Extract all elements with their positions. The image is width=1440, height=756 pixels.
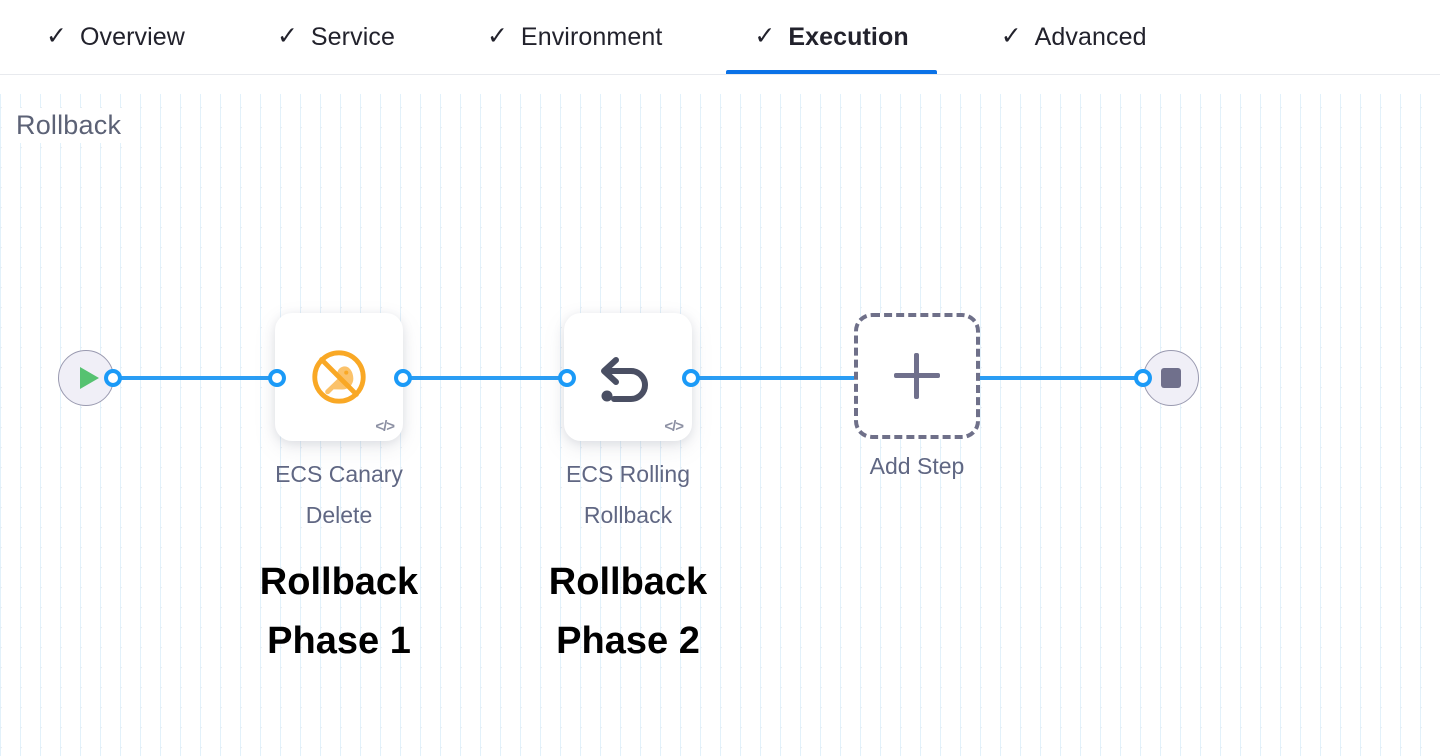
pipeline-end-node[interactable] xyxy=(1143,350,1199,406)
tab-advanced[interactable]: ✓ Advanced xyxy=(973,0,1175,74)
pipeline-canvas[interactable]: Rollback xyxy=(0,75,1440,756)
connector-line xyxy=(390,376,578,380)
stop-icon xyxy=(1161,368,1181,388)
connector-port[interactable] xyxy=(682,369,700,387)
rollback-arrow-icon xyxy=(601,357,648,402)
add-step-label: Add Step xyxy=(869,453,965,479)
step-node-label: ECS Canary Delete xyxy=(275,461,403,529)
step-node-box[interactable]: </> xyxy=(275,313,403,441)
connector-port[interactable] xyxy=(268,369,286,387)
check-icon: ✓ xyxy=(754,21,776,50)
stage-tabbar: ✓ Overview ✓ Service ✓ Environment ✓ Exe… xyxy=(0,0,1440,75)
play-icon xyxy=(79,367,99,389)
tab-overview[interactable]: ✓ Overview xyxy=(18,0,213,74)
canvas-header-strip xyxy=(0,75,1440,94)
step-node-label: ECS Rolling Rollback xyxy=(566,461,690,529)
check-icon: ✓ xyxy=(46,21,67,50)
connector-port[interactable] xyxy=(1134,369,1152,387)
tab-label: Overview xyxy=(79,22,185,51)
tab-label: Environment xyxy=(520,22,663,51)
connector-port[interactable] xyxy=(104,369,122,387)
step-node-ecs-canary-delete: </> ECS Canary Delete Rollback Phase 1 xyxy=(260,313,418,671)
step-annotation: Rollback Phase 1 xyxy=(259,560,419,662)
step-annotation: Rollback Phase 2 xyxy=(548,560,708,662)
step-node-box[interactable]: </> xyxy=(564,313,692,441)
pipeline-graph: </> ECS Canary Delete Rollback Phase 1 <… xyxy=(0,75,1440,756)
tab-list: ✓ Overview ✓ Service ✓ Environment ✓ Exe… xyxy=(0,0,1440,74)
canary-delete-icon xyxy=(312,350,366,404)
tab-service[interactable]: ✓ Service xyxy=(249,0,423,74)
connector-line xyxy=(108,376,288,380)
tab-execution[interactable]: ✓ Execution xyxy=(726,0,938,74)
check-icon: ✓ xyxy=(486,21,508,50)
page-title: Rollback xyxy=(16,108,130,143)
step-node-ecs-rolling-rollback: </> ECS Rolling Rollback Rollback Phase … xyxy=(549,313,707,671)
connector-port[interactable] xyxy=(394,369,412,387)
tab-environment[interactable]: ✓ Environment xyxy=(459,0,690,74)
connector-port[interactable] xyxy=(558,369,576,387)
plus-icon xyxy=(894,353,940,399)
pipeline-start-node[interactable] xyxy=(58,350,114,406)
add-step-node: Add Step xyxy=(853,313,981,480)
check-icon: ✓ xyxy=(1000,21,1022,50)
tab-label: Service xyxy=(310,22,395,51)
check-icon: ✓ xyxy=(276,21,298,50)
tab-label: Advanced xyxy=(1034,22,1147,51)
code-badge-icon[interactable]: </> xyxy=(664,418,684,435)
code-badge-icon[interactable]: </> xyxy=(375,418,395,435)
tab-label: Execution xyxy=(788,22,909,51)
add-step-button[interactable] xyxy=(854,313,980,439)
